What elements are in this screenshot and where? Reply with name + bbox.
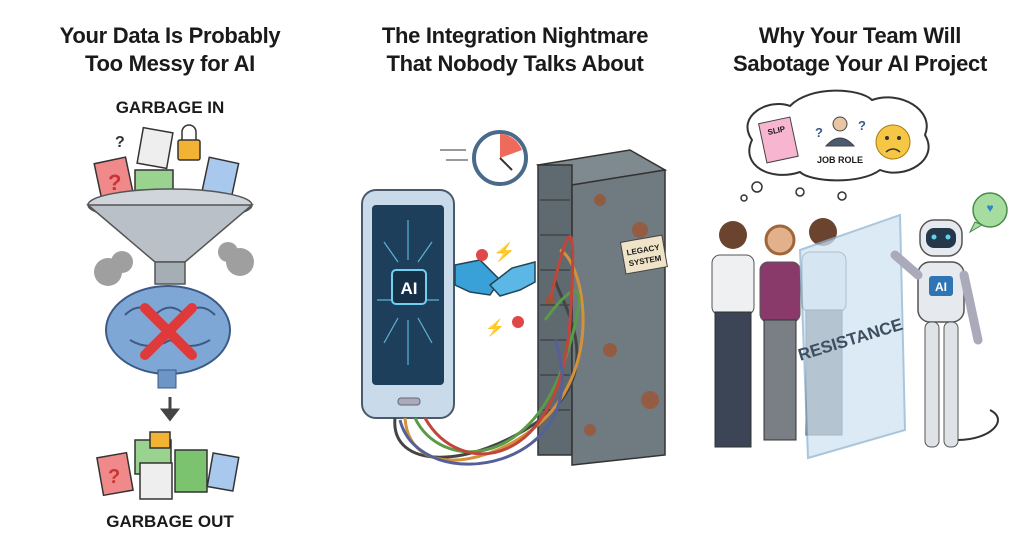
panel-integration: AI ⚡⚡ LEGACY SYSTEM <box>361 130 668 466</box>
title-line: Too Messy for AI <box>85 51 255 76</box>
job-role-person-icon: ? ? <box>815 116 866 147</box>
title-line: Sabotage Your AI Project <box>732 51 987 76</box>
title-line: Your Data Is Probably <box>59 23 281 48</box>
panel-2-title: The Integration Nightmare That Nobody Ta… <box>350 22 680 78</box>
red-x-icon <box>140 303 197 360</box>
panel-team-resistance: SLIP ? ? JOB ROLE <box>711 89 1008 460</box>
svg-text:?: ? <box>108 466 120 488</box>
smoke-icon <box>94 242 254 286</box>
panel-3-title: Why Your Team Will Sabotage Your AI Proj… <box>700 22 1020 78</box>
garbage-pile-icon: ? <box>96 431 240 500</box>
svg-text:⚡: ⚡ <box>485 318 505 337</box>
garbage-out-label: GARBAGE OUT <box>106 512 234 531</box>
title-line: That Nobody Talks About <box>386 51 644 76</box>
svg-text:⚡: ⚡ <box>493 241 515 263</box>
phone-ai-label: AI <box>401 279 418 298</box>
title-line: The Integration Nightmare <box>381 23 649 48</box>
messy-documents-icon: ? ? <box>93 124 240 207</box>
person-woman-left <box>711 221 755 448</box>
panel-1-title: Your Data Is Probably Too Messy for AI <box>20 22 320 78</box>
person-woman-middle <box>759 224 801 441</box>
svg-text:?: ? <box>115 134 125 151</box>
svg-text:?: ? <box>815 125 823 140</box>
svg-text:♥: ♥ <box>986 201 993 215</box>
funnel-icon <box>85 188 255 285</box>
care-speech-bubble-icon: ♥ <box>968 192 1008 234</box>
worried-face-icon <box>875 124 911 160</box>
thought-bubble: SLIP ? ? JOB ROLE <box>740 89 930 202</box>
pink-slip-icon: SLIP <box>758 116 799 164</box>
error-sparks-icon: ⚡⚡ <box>476 241 524 337</box>
job-role-label: JOB ROLE <box>817 155 863 165</box>
title-line: Why Your Team Will <box>758 23 962 48</box>
ai-robot-icon: AI <box>890 219 999 448</box>
tangled-cables-icon <box>393 235 585 466</box>
garbage-in-label: GARBAGE IN <box>116 98 225 117</box>
panel-garbage-in-out: GARBAGE IN ? ? <box>85 98 255 531</box>
legacy-server-rack-icon: LEGACY SYSTEM <box>535 149 668 466</box>
resistance-glass-wall: RESISTANCE <box>796 213 907 460</box>
handshake-icon <box>454 259 536 297</box>
svg-text:?: ? <box>108 170 121 195</box>
robot-ai-label: AI <box>935 280 947 294</box>
stopwatch-icon <box>440 130 528 186</box>
smartphone-ai-icon: AI <box>361 189 455 419</box>
slip-label: SLIP <box>767 124 787 137</box>
svg-text:?: ? <box>858 118 866 133</box>
down-arrow-icon <box>159 397 181 422</box>
